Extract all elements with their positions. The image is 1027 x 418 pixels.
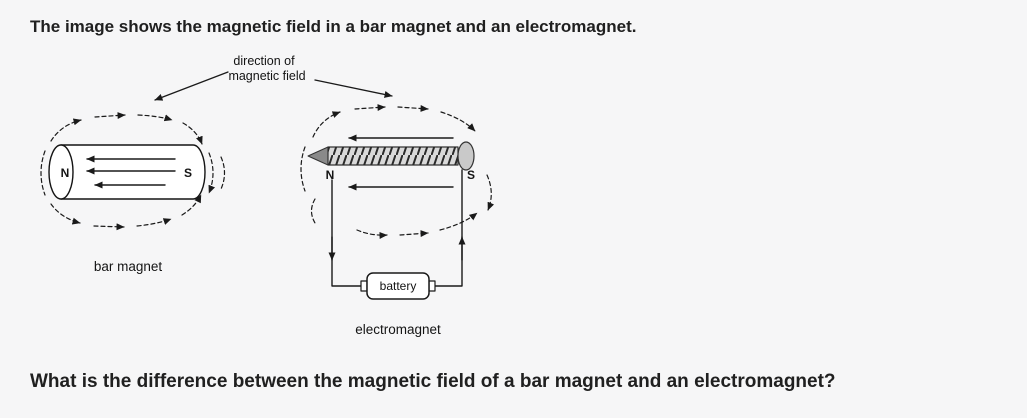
field-line xyxy=(397,105,429,113)
field-direction-label-line1: direction of xyxy=(233,54,295,68)
field-line xyxy=(354,104,386,112)
bar-magnet-south-label: S xyxy=(184,166,192,180)
pointer-arrow-right xyxy=(314,79,393,99)
battery-terminal-right xyxy=(428,280,436,292)
screw-tip xyxy=(307,146,329,166)
electromagnet-caption: electromagnet xyxy=(355,322,441,337)
field-line xyxy=(440,111,476,132)
battery-terminal-left xyxy=(360,280,368,292)
field-line xyxy=(50,203,81,225)
screw xyxy=(307,141,475,171)
question-text: What is the difference between the magne… xyxy=(30,371,836,393)
field-line xyxy=(136,218,172,227)
wire-right xyxy=(434,169,463,287)
electromagnet-figure: N S battery electromagnet xyxy=(300,104,495,337)
bar-magnet-caption: bar magnet xyxy=(94,259,163,274)
field-line xyxy=(40,150,46,196)
magnetic-field-diagram-svg: direction of magnetic field xyxy=(40,54,495,337)
field-line xyxy=(182,122,203,145)
electromagnet-internal-field-arrows xyxy=(348,134,454,191)
field-line xyxy=(486,174,495,211)
bar-magnet-internal-field-arrows xyxy=(86,155,176,189)
electromagnet-field-lines xyxy=(300,104,495,240)
bar-magnet-left-cap xyxy=(48,144,74,200)
field-line xyxy=(208,152,216,194)
intro-text: The image shows the magnetic field in a … xyxy=(30,17,637,36)
bar-magnet-body xyxy=(48,144,206,200)
electromagnet-south-label: S xyxy=(467,168,475,182)
field-line xyxy=(220,156,226,190)
field-line xyxy=(356,229,388,240)
screw-head xyxy=(457,141,475,171)
field-line xyxy=(312,111,341,138)
screw-coil-hatching xyxy=(328,147,458,166)
field-line xyxy=(439,212,478,231)
field-line xyxy=(300,146,306,192)
battery-label: battery xyxy=(380,279,417,293)
bar-magnet-north-label: N xyxy=(61,166,70,180)
bar-magnet-figure: N S bar magnet xyxy=(40,112,226,274)
field-line xyxy=(137,114,173,122)
pointer-arrow-left xyxy=(154,71,229,101)
wire-left xyxy=(331,179,362,287)
field-line xyxy=(94,112,126,120)
field-direction-label-line2: magnetic field xyxy=(228,69,305,83)
field-line xyxy=(310,198,316,224)
field-line xyxy=(93,223,125,231)
electromagnet-north-label: N xyxy=(326,168,335,182)
battery-box xyxy=(366,272,430,300)
field-line xyxy=(181,194,202,216)
magnetic-field-diagram: direction of magnetic field xyxy=(25,47,1027,352)
field-line xyxy=(399,230,429,238)
field-direction-label: direction of magnetic field xyxy=(154,54,393,101)
circuit xyxy=(328,169,466,300)
field-line xyxy=(50,118,82,142)
bar-magnet-field-lines xyxy=(40,112,226,231)
